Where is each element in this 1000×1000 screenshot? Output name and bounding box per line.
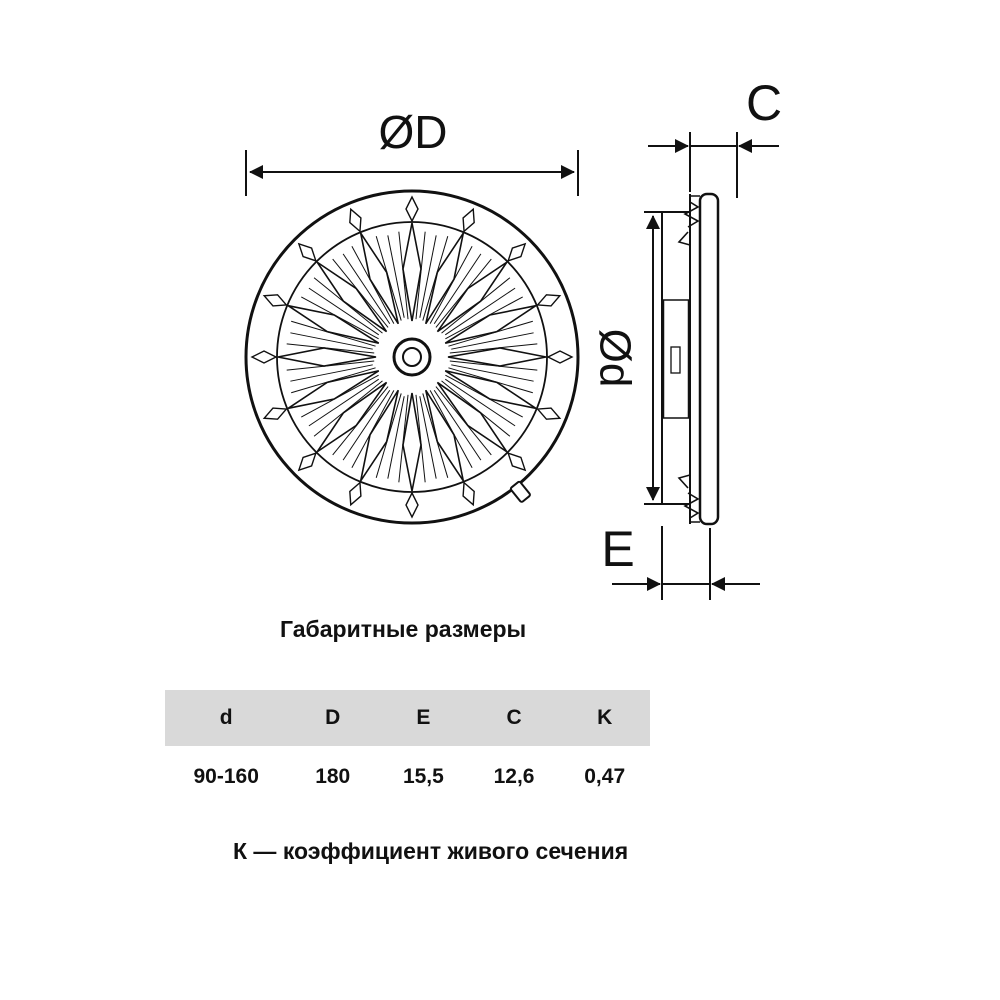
e-label: E [601,521,634,577]
table-header-K: K [597,706,613,729]
front-view [244,189,580,525]
dimension-outer-diameter: ØD [245,106,579,196]
dimension-e: E [601,521,760,600]
value-E: 15,5 [402,765,444,788]
table-header-C: C [506,706,522,729]
spring-clip-bottom [677,474,700,519]
value-K: 0,47 [584,765,626,788]
dimension-duct-diameter: Ød [591,211,664,505]
hub [392,337,432,377]
coefficient-note: К — коэффициент живого сечения [233,838,629,864]
spring-clip-top [677,201,700,246]
table-values-row: 90-160 180 15,5 12,6 0,47 [165,746,650,808]
table-header-E: E [416,706,431,729]
dimensions-table: d D E C K 90-160 180 15,5 12,6 0,47 [165,690,650,808]
mounting-tab [509,480,531,503]
table-header-d: d [219,706,233,729]
section-title: Габаритные размеры [280,616,527,642]
side-view [661,192,720,526]
c-label: C [746,75,782,131]
value-C: 12,6 [493,765,535,788]
value-D: 180 [315,765,351,788]
outer-diameter-label: ØD [379,106,448,158]
value-d: 90-160 [193,765,259,788]
table-header-D: D [325,706,341,729]
duct-diameter-label: Ød [591,329,640,388]
dimension-c: C [648,75,782,198]
table-header-row: d D E C K [165,690,650,746]
